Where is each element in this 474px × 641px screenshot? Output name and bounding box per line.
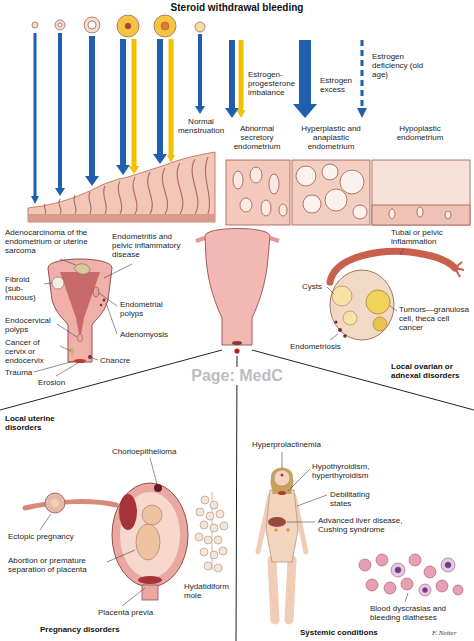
ovary-and-tube: [330, 251, 464, 340]
region-lines: [0, 350, 474, 641]
hormone-label: Estrogen excess: [320, 76, 360, 94]
part-label: Erosion: [38, 378, 65, 387]
part-label: Hypothyroidism, hyperthyroidism: [312, 462, 390, 480]
part-label: Cysts: [302, 282, 322, 291]
leader-lines: [34, 249, 408, 606]
part-label: Endometritis and pelvic inflammatory dis…: [112, 232, 192, 260]
part-label: Cancer of cervix or endocervix: [5, 338, 60, 366]
part-label: Endometriosis: [290, 342, 341, 351]
hormone-label: Estrogen-progesterone imbalance: [248, 70, 302, 98]
part-label: Hyperprolactinemia: [252, 440, 321, 449]
blood-cells: [359, 554, 463, 596]
hydatidiform-grapes: [195, 492, 228, 572]
condition-label: Hyperplastic and anaplastic endometrium: [293, 124, 369, 152]
condition-label: Abnormal secretory endometrium: [226, 124, 288, 152]
central-uterus: [196, 229, 279, 354]
endometrium-tiles: [226, 160, 470, 225]
ovarian-follicles: [32, 15, 205, 37]
section-heading: Systemic conditions: [300, 628, 378, 637]
part-label: Abortion or premature separation of plac…: [8, 556, 106, 574]
part-label: Blood dyscrasias and bleeding diatheses: [370, 604, 460, 622]
uterus-section: [48, 259, 112, 363]
signature: F. Netter: [432, 629, 456, 637]
condition-label: Hypoplastic endometrium: [385, 124, 455, 142]
part-label: Endometrial polyps: [120, 300, 170, 318]
part-label: Chancre: [100, 356, 130, 365]
part-label: Ectopic pregnancy: [8, 532, 80, 541]
pregnancy-uterus: [25, 483, 188, 600]
part-label: Chorioepithelioma: [112, 447, 176, 456]
condition-label: Normal menstruation: [176, 117, 226, 135]
part-label: Placenta previa: [98, 608, 153, 617]
watermark: Page: MedC: [188, 367, 286, 385]
part-label: Adenomyosis: [120, 330, 168, 339]
section-heading: Pregnancy disorders: [40, 625, 120, 634]
part-label: Hydatidiform mole: [184, 582, 232, 600]
part-label: Tubal or pelvic inflammation: [391, 228, 471, 246]
part-label: Debilitating states: [330, 490, 392, 508]
section-heading: Local ovarian or adnexal disorders: [391, 362, 471, 380]
part-label: Adenocarcinoma of the endometrium or ute…: [5, 228, 110, 256]
part-label: Endocervical polyps: [5, 316, 57, 334]
part-label: Trauma: [5, 368, 32, 377]
hormone-label: Estrogen deficiency (old age): [372, 52, 434, 80]
part-label: Advanced liver disease, Cushing syndrome: [318, 516, 410, 534]
section-heading: Local uterine disorders: [5, 414, 67, 432]
diagram-title: Steroid withdrawal bleeding: [171, 2, 304, 14]
part-label: Fibroid (sub-mucous): [5, 275, 43, 303]
part-label: Tumors—granulosa cell, theca cell cancer: [399, 305, 471, 333]
female-figure: [258, 468, 306, 621]
